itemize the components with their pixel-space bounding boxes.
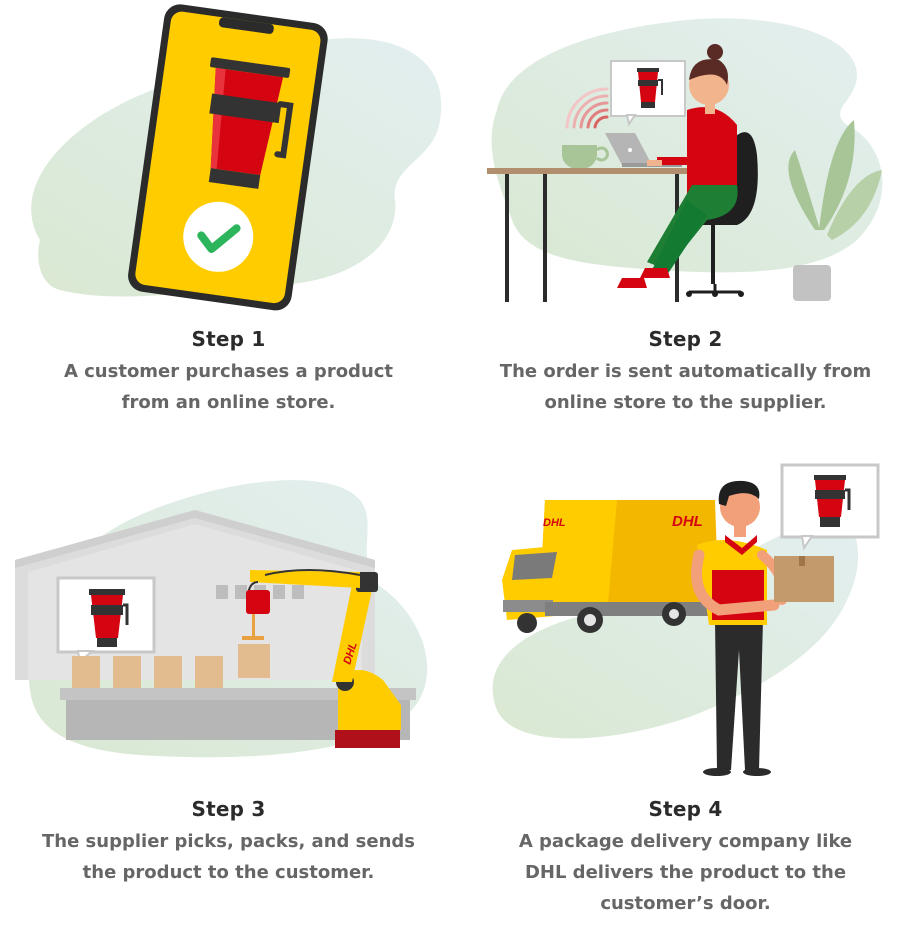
step-1-panel: Step 1 A customer purchases a product fr… xyxy=(0,0,457,460)
step-title: Step 2 xyxy=(648,327,723,351)
coffee-cup-icon xyxy=(562,145,609,170)
cardboard-boxes xyxy=(72,644,270,688)
step-description: A package delivery company like DHL deli… xyxy=(457,826,914,919)
package-box-icon xyxy=(774,556,834,602)
wifi-signal-icon xyxy=(565,87,609,129)
step-3-caption: Step 3 The supplier picks, packs, and se… xyxy=(0,796,457,888)
robot-arm: DHL xyxy=(242,569,401,748)
travel-mug-icon xyxy=(637,68,663,108)
package-delivery-illustration: DHL DHL xyxy=(492,463,880,776)
description-line: The order is sent automatically from xyxy=(499,361,872,382)
description-line: A customer purchases a product xyxy=(63,361,394,382)
woman-figure xyxy=(617,44,738,288)
potted-plant-icon xyxy=(788,120,882,301)
office-chair xyxy=(677,132,758,297)
step-4-caption: Step 4 A package delivery company like D… xyxy=(457,796,914,919)
travel-mug-icon xyxy=(814,475,851,527)
truck-logo: DHL xyxy=(672,513,703,530)
description-line: the product to the customer. xyxy=(82,862,375,883)
checkmark-circle xyxy=(183,201,254,272)
warehouse-packing-illustration: DHL xyxy=(15,480,428,758)
step-2-panel: Step 2 The order is sent automatically f… xyxy=(457,0,914,460)
truck-logo: DHL xyxy=(543,517,566,529)
travel-mug-icon xyxy=(208,57,294,189)
checkmark-icon xyxy=(197,224,241,253)
smartphone-purchase-illustration xyxy=(31,4,442,311)
step-title: Step 3 xyxy=(191,797,266,821)
smartphone-icon xyxy=(128,4,328,311)
description-line: customer’s door. xyxy=(600,893,771,914)
speech-bubble xyxy=(780,463,880,551)
description-line: DHL delivers the product to the xyxy=(524,862,847,883)
speech-bubble xyxy=(56,576,156,664)
step-title: Step 1 xyxy=(191,327,266,351)
step-title: Step 4 xyxy=(648,797,723,821)
step-4-panel: DHL DHL xyxy=(457,460,914,936)
description-line: A package delivery company like xyxy=(518,831,853,852)
dhl-delivery-truck: DHL DHL xyxy=(502,500,719,633)
step-3-panel: DHL Step 3 The supplier picks, packs, an… xyxy=(0,460,457,936)
step-description: The supplier picks, packs, and sends the… xyxy=(0,826,457,888)
step-description: A customer purchases a product from an o… xyxy=(0,356,457,418)
step-1-caption: Step 1 A customer purchases a product fr… xyxy=(0,326,457,418)
description-line: online store to the supplier. xyxy=(544,392,827,413)
description-line: from an online store. xyxy=(121,392,336,413)
step-description: The order is sent automatically from onl… xyxy=(457,356,914,418)
travel-mug-icon xyxy=(89,589,129,647)
online-order-illustration xyxy=(487,18,883,302)
speech-bubble xyxy=(610,60,686,127)
step-2-caption: Step 2 The order is sent automatically f… xyxy=(457,326,914,418)
description-line: The supplier picks, packs, and sends xyxy=(41,831,415,852)
